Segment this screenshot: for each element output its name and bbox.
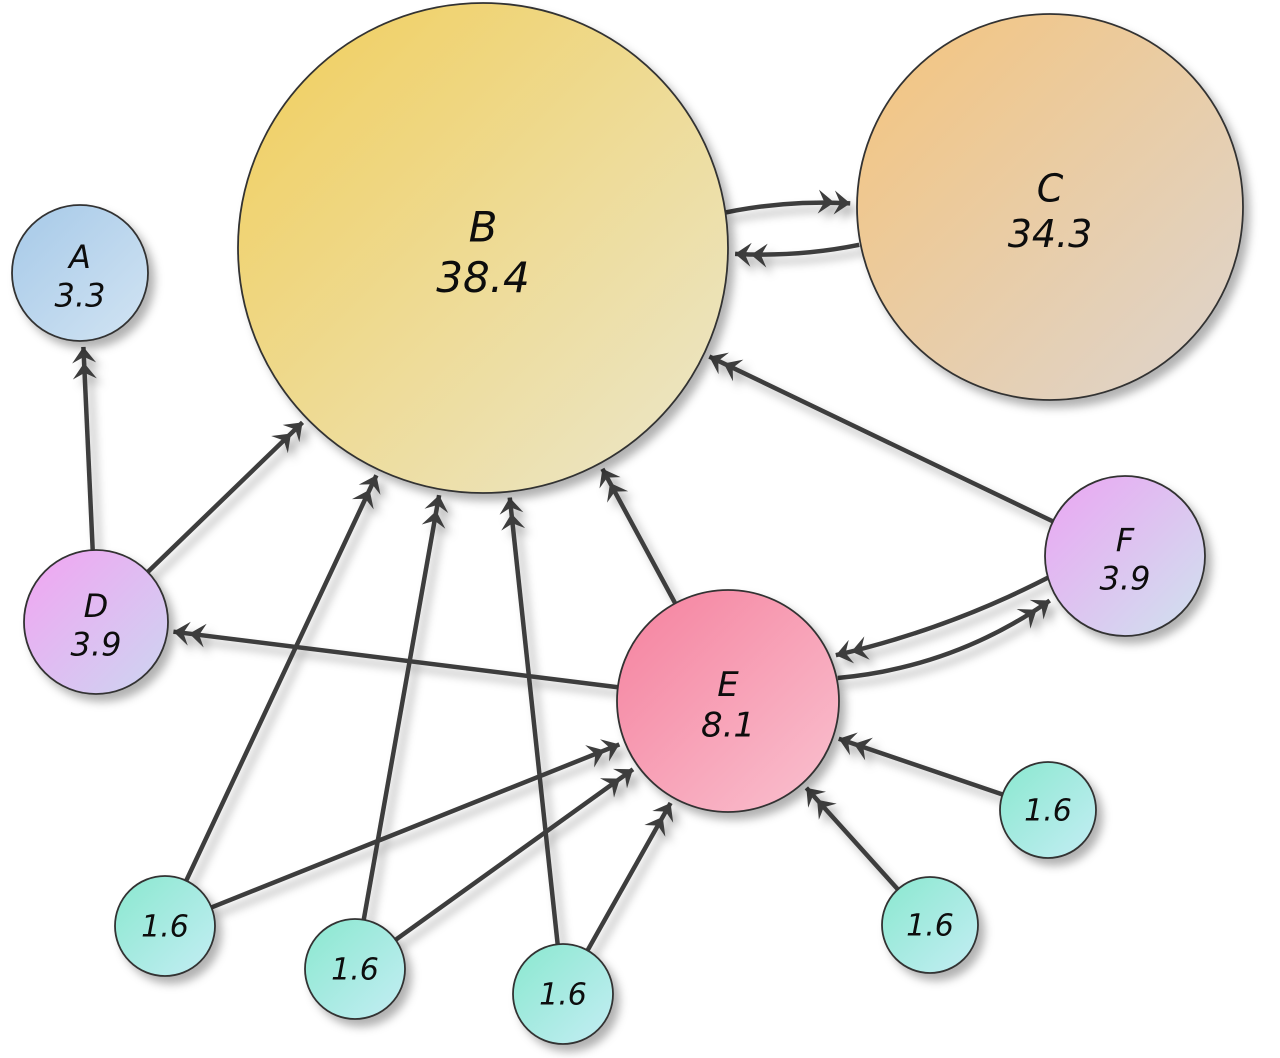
edge-s2-to-B <box>361 494 449 921</box>
node-circle-C <box>856 13 1244 401</box>
node-label-s1: 1.6 <box>141 910 189 945</box>
node-s4: 1.6 <box>881 876 979 974</box>
edge-F-to-B <box>708 352 1054 524</box>
edge-s2-to-E <box>394 767 635 942</box>
node-circle-A <box>11 204 149 342</box>
node-s2: 1.6 <box>304 918 406 1020</box>
edge-C-to-B <box>734 242 860 268</box>
edge-layer <box>72 189 1054 952</box>
edge-B-to-C <box>725 189 851 215</box>
edge-D-to-A <box>72 346 97 551</box>
node-s5: 1.6 <box>999 761 1097 859</box>
node-circle-s4 <box>881 876 979 974</box>
node-circle-B <box>237 2 729 494</box>
node-circle-s1 <box>114 875 216 977</box>
node-label-s2: 1.6 <box>331 953 379 988</box>
node-circle-s5 <box>999 761 1097 859</box>
node-label-s4: 1.6 <box>906 909 954 944</box>
edge-s3-to-E <box>585 801 674 952</box>
edge-D-to-B <box>146 420 305 574</box>
node-circle-F <box>1044 475 1206 637</box>
node-circle-E <box>616 589 840 813</box>
edge-s1-to-B <box>184 474 381 882</box>
edge-s1-to-E <box>210 739 621 910</box>
node-circle-s2 <box>304 918 406 1020</box>
node-circle-s3 <box>512 943 614 1045</box>
node-s1: 1.6 <box>114 875 216 977</box>
node-s3: 1.6 <box>512 943 614 1045</box>
node-circle-D <box>23 549 169 695</box>
edge-F-to-E <box>835 575 1049 664</box>
edge-s3-to-B <box>499 497 560 945</box>
node-label-s3: 1.6 <box>539 978 587 1013</box>
node-label-s5: 1.6 <box>1024 794 1072 829</box>
edge-E-to-F <box>837 598 1051 681</box>
edge-E-to-B <box>599 467 678 605</box>
edge-E-to-D <box>173 621 619 690</box>
edge-s4-to-E <box>804 786 900 891</box>
edge-s5-to-E <box>838 732 1004 797</box>
